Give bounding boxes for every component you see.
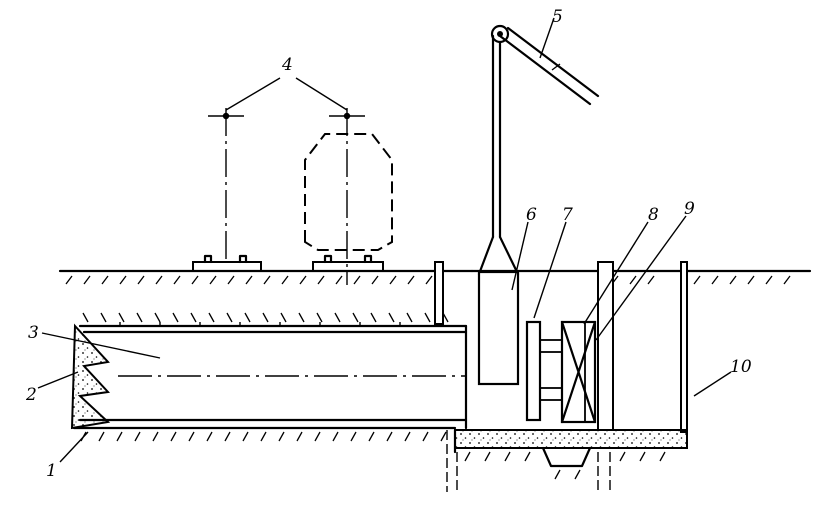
callout-4: 4 — [281, 55, 293, 75]
callout-3: 3 — [28, 323, 39, 343]
callout-labels: 1 2 3 4 5 6 7 8 9 10 — [25, 7, 752, 481]
crane-hoist — [477, 24, 600, 276]
new-pipe-segment — [477, 270, 520, 386]
callout-1: 1 — [46, 461, 57, 481]
working-pit — [434, 261, 688, 492]
leader-lines-4 — [225, 77, 348, 111]
callout-5: 5 — [552, 7, 563, 27]
callout-7: 7 — [562, 205, 573, 225]
soil-below-pipe — [72, 426, 457, 442]
ground-surface — [58, 269, 812, 285]
track-centerlines — [208, 108, 365, 285]
cutting-shield — [70, 323, 111, 430]
jacking-assembly — [525, 320, 597, 424]
callout-9: 9 — [684, 199, 695, 219]
soil-above-pipe — [78, 312, 468, 328]
callout-6: 6 — [526, 205, 537, 225]
callout-8: 8 — [648, 205, 659, 225]
callout-2: 2 — [25, 385, 37, 405]
callout-10: 10 — [730, 357, 752, 377]
leader-lines — [37, 17, 732, 463]
train-clearance-outline — [304, 133, 393, 251]
railway-track — [192, 254, 384, 272]
jacked-pipe — [78, 324, 468, 430]
